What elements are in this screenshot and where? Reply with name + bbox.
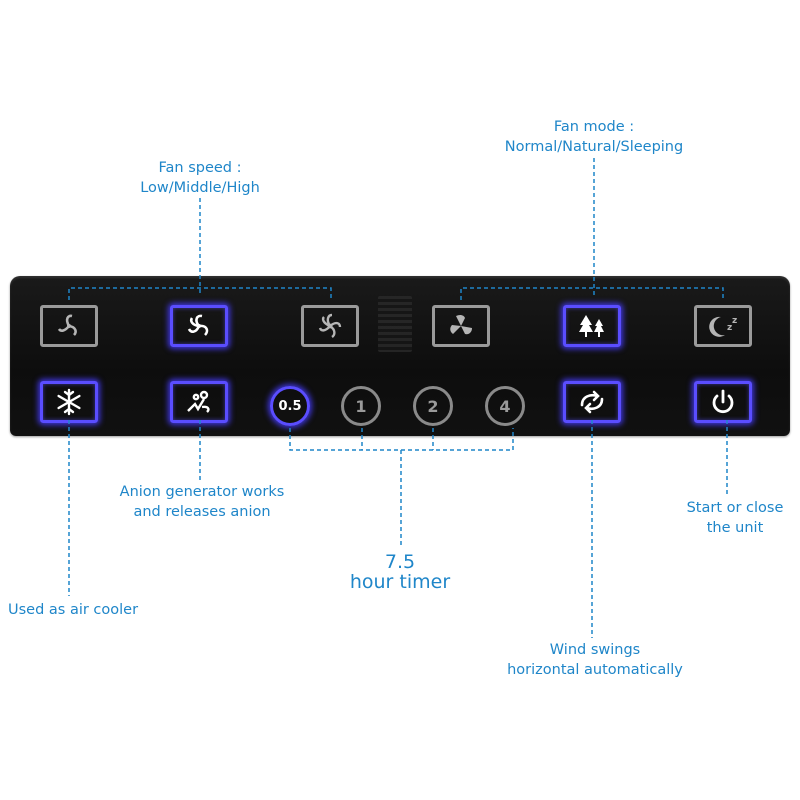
start-close-line-2: the unit xyxy=(706,520,764,536)
fan-mode-label: Fan mode : Normal/Natural/Sleeping xyxy=(484,117,704,157)
anion-line-2: and releases anion xyxy=(133,504,271,520)
svg-text:z: z xyxy=(732,316,737,326)
anion-line-1: Anion generator works xyxy=(119,484,285,500)
fan-speed-callout xyxy=(68,198,332,300)
fan-mode-natural-button[interactable] xyxy=(563,305,621,347)
timer-4-button[interactable]: 4 xyxy=(485,386,525,426)
timer-0-5-button[interactable]: 0.5 xyxy=(270,386,310,426)
timer-label: 7.5 hour timer xyxy=(330,552,470,592)
fan-low-icon xyxy=(57,314,77,336)
anion-button[interactable] xyxy=(170,381,228,423)
fan-speed-title: Fan speed : xyxy=(158,160,242,176)
air-cooler-label: Used as air cooler xyxy=(8,602,139,618)
fan-speed-values: Low/Middle/High xyxy=(140,180,260,196)
fan-mode-title: Fan mode : xyxy=(553,119,635,135)
start-close-line-1: Start or close xyxy=(686,500,784,516)
snowflake-icon xyxy=(57,388,81,416)
wind-swing-label: Wind swings horizontal automatically xyxy=(490,640,700,680)
fan-speed-high-button[interactable] xyxy=(301,305,359,347)
fan-mode-callout xyxy=(460,158,724,300)
start-close-label: Start or close the unit xyxy=(670,498,800,538)
timer-text: hour timer xyxy=(349,571,451,593)
power-icon xyxy=(712,389,734,414)
fan-mode-normal-icon xyxy=(450,314,472,335)
timer-1-label: 1 xyxy=(355,396,367,416)
swing-icon xyxy=(580,390,604,414)
timer-2-label: 2 xyxy=(427,396,439,416)
timer-callout xyxy=(289,428,514,545)
wind-swing-line-1: Wind swings xyxy=(549,642,641,658)
anion-label: Anion generator works and releases anion xyxy=(112,482,292,522)
timer-0-5-label: 0.5 xyxy=(278,398,302,414)
fan-high-icon xyxy=(318,313,342,338)
fan-mode-normal-button[interactable] xyxy=(432,305,490,347)
timer-4-label: 4 xyxy=(499,396,511,416)
fan-mode-natural-icon xyxy=(579,315,604,337)
fan-speed-low-button[interactable] xyxy=(40,305,98,347)
power-button[interactable] xyxy=(694,381,752,423)
fan-speed-middle-button[interactable] xyxy=(170,305,228,347)
timer-hours: 7.5 xyxy=(384,551,416,573)
fan-middle-icon xyxy=(187,314,209,336)
anion-icon xyxy=(187,390,210,413)
fan-mode-values: Normal/Natural/Sleeping xyxy=(504,139,684,155)
vent-slot xyxy=(378,296,412,352)
timer-2-button[interactable]: 2 xyxy=(413,386,453,426)
fan-mode-sleeping-icon: zz xyxy=(709,316,737,337)
svg-text:z: z xyxy=(727,323,732,333)
wind-swing-line-2: horizontal automatically xyxy=(507,662,683,678)
timer-1-button[interactable]: 1 xyxy=(341,386,381,426)
fan-speed-label: Fan speed : Low/Middle/High xyxy=(120,158,280,198)
